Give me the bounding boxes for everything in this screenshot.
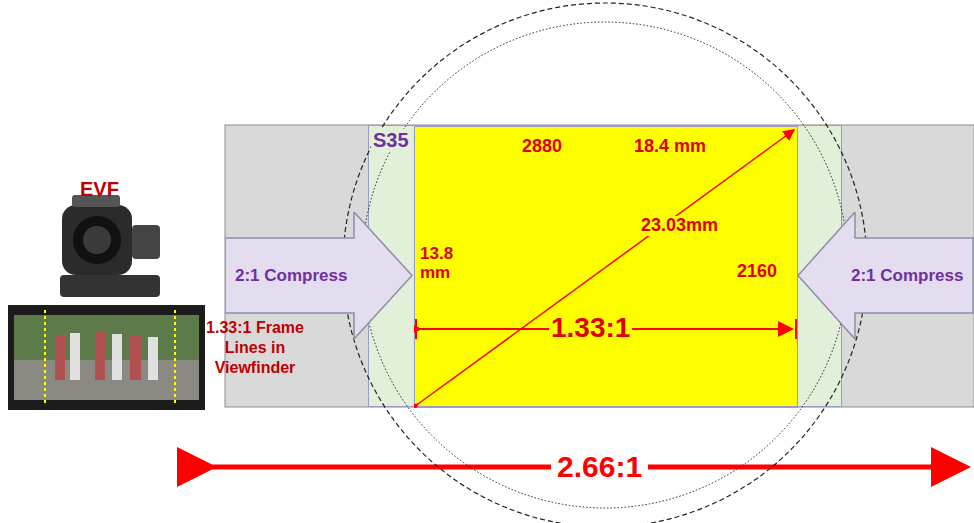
compress-label: 2:1 Compress bbox=[235, 267, 347, 286]
pixel-width: 2880 bbox=[522, 137, 562, 157]
pixel-height: 2160 bbox=[737, 262, 777, 282]
open-gate-area: 2880 18.4 mm 23.03mm 13.8 mm 2160 1.33:1 bbox=[414, 126, 798, 408]
evf-label: EVF bbox=[80, 177, 119, 202]
format-name: S35 bbox=[371, 129, 411, 151]
frame-lines-note: 1.33:1 Frame Lines in Viewfinder bbox=[205, 318, 305, 378]
aspect-ratio: 1.33:1 bbox=[549, 313, 632, 344]
mm-height: 13.8 mm bbox=[420, 245, 464, 282]
compress-arrow: 2:1 Compress bbox=[797, 212, 974, 340]
format-fills bbox=[368, 125, 842, 407]
aspect-ratio-total: 2.66:1 bbox=[551, 448, 648, 486]
s35-area: 2880 18.4 mm 23.03mm 13.8 mm 2160 1.33:1 S35 bbox=[368, 125, 842, 407]
viewfinder-photo bbox=[8, 305, 205, 410]
sensor-band bbox=[225, 125, 974, 407]
mm-width: 18.4 mm bbox=[634, 137, 706, 157]
evf-camera bbox=[60, 195, 160, 297]
mm-diagonal: 23.03mm bbox=[639, 216, 720, 236]
compress-label: 2:1 Compress bbox=[851, 267, 963, 286]
